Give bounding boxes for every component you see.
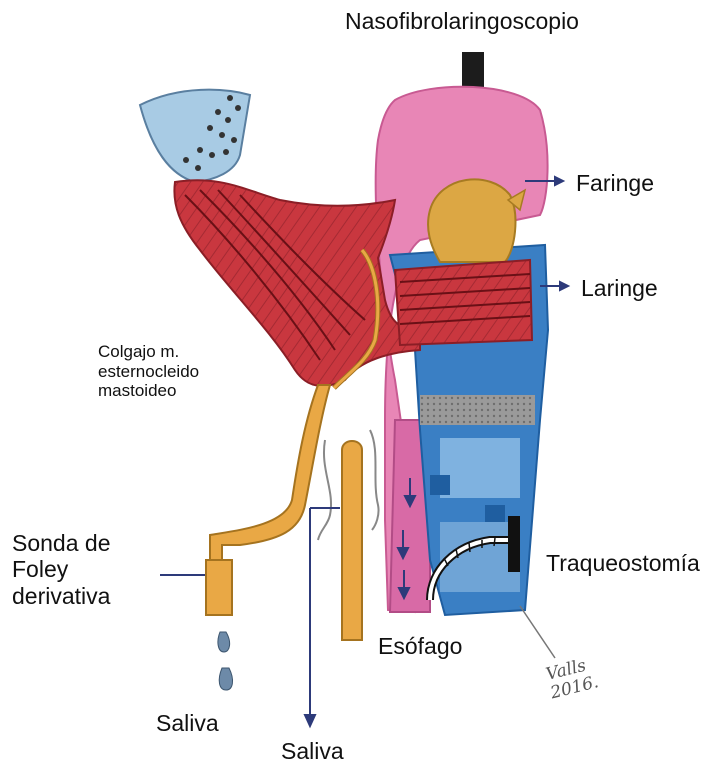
label-larynx: Laringe: [581, 275, 658, 301]
label-esophagus: Esófago: [378, 633, 462, 659]
label-endoscope: Nasofibrolaringoscopio: [345, 8, 579, 34]
label-tracheostomy: Traqueostomía: [546, 550, 700, 576]
saliva-drop: [219, 668, 232, 690]
label-muscle-flap-line: mastoideo: [98, 381, 199, 401]
epiglottis: [428, 179, 515, 262]
label-saliva-bottom: Saliva: [281, 738, 344, 764]
label-foley-line: Foley: [12, 556, 110, 582]
label-foley-line: derivativa: [12, 583, 110, 609]
muscle-flap: [174, 180, 420, 386]
saliva-drop: [218, 632, 230, 652]
label-muscle-flap-line: esternocleido: [98, 362, 199, 382]
label-foley-line: Sonda de: [12, 530, 110, 556]
label-pharynx: Faringe: [576, 170, 654, 196]
skull-bone: [140, 90, 250, 182]
drain-tube: [342, 441, 362, 640]
foley-tube-end: [206, 560, 232, 615]
label-saliva-left: Saliva: [156, 710, 219, 736]
label-foley: Sonda de Foley derivativa: [12, 530, 110, 609]
label-muscle-flap: Colgajo m. esternocleido mastoideo: [98, 342, 199, 401]
signature-stroke: [520, 606, 555, 658]
label-muscle-flap-line: Colgajo m.: [98, 342, 199, 362]
